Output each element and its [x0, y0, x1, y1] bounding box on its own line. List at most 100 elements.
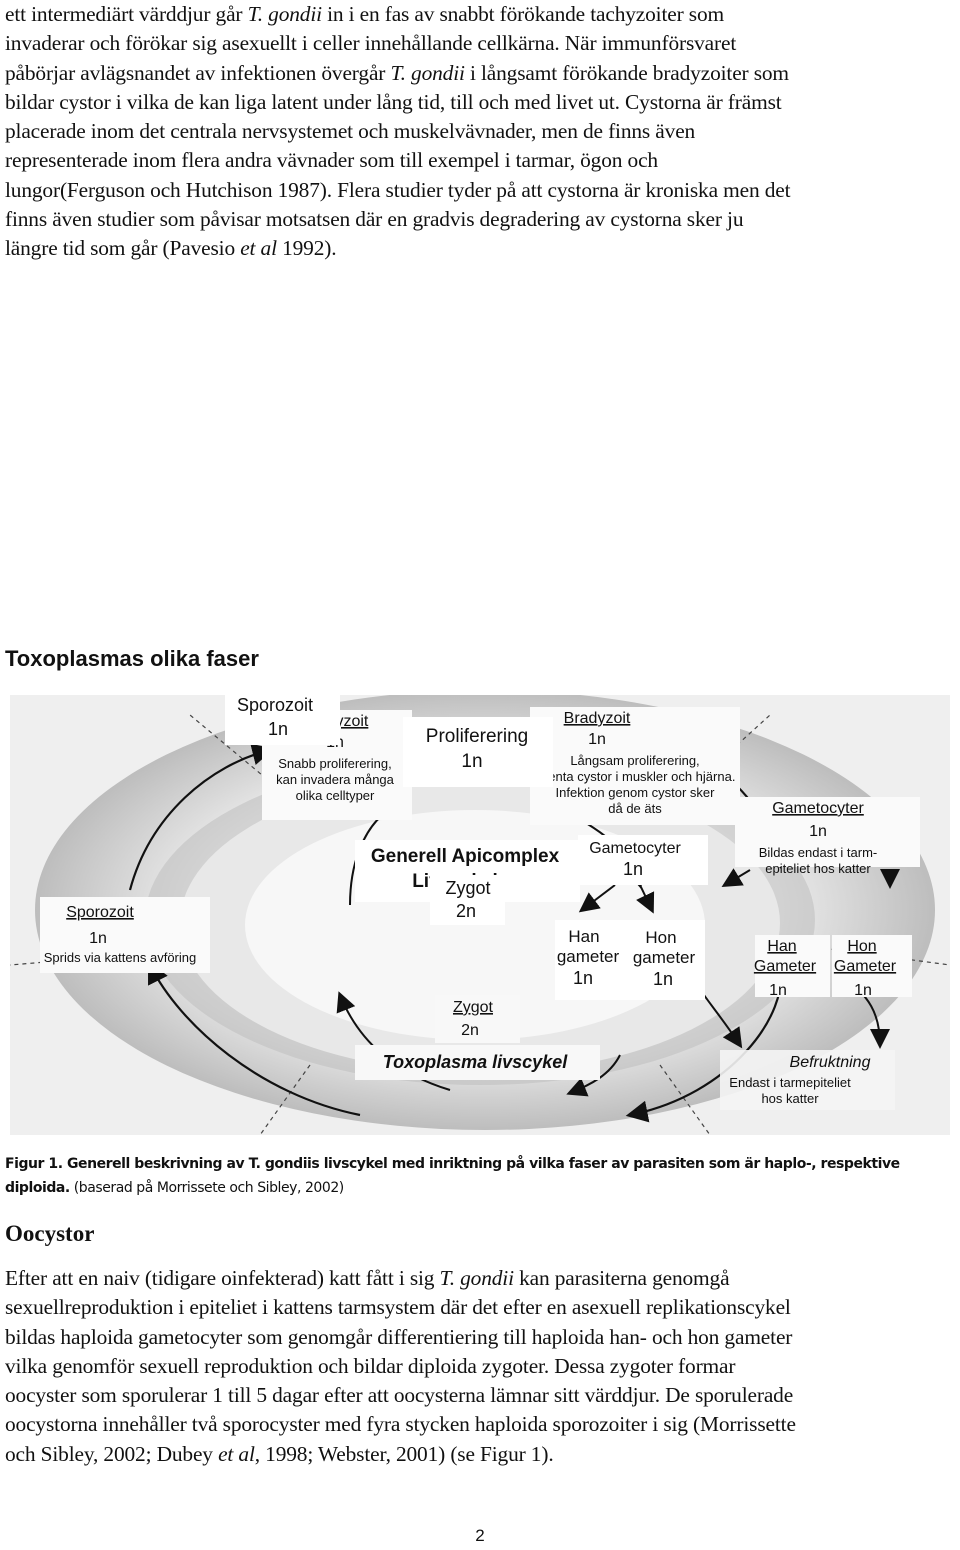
text-line: påbörjar avlägsnandet av infektionen öve… [5, 61, 789, 85]
svg-text:Gametocyter: Gametocyter [589, 840, 681, 857]
text-run: och Sibley, 2002; Dubey [5, 1441, 219, 1466]
svg-text:Endast i tarmepiteliet: Endast i tarmepiteliet [729, 1075, 851, 1090]
text-run: lungor(Ferguson och Hutchison 1987). Fle… [5, 177, 791, 202]
text-line: invaderar och förökar sig asexuellt i ce… [5, 31, 736, 55]
svg-text:Hon: Hon [645, 928, 676, 947]
svg-text:Gametocyter: Gametocyter [772, 800, 864, 817]
paragraph-oocystor: Efter att en naiv (tidigare oinfekterad)… [5, 1264, 960, 1469]
svg-text:1n: 1n [653, 969, 673, 989]
text-run: kan parasiterna genomgå [513, 1266, 730, 1290]
svg-text:1n: 1n [769, 982, 787, 999]
box-sporozoit-outer: Sporozoit 1n Sprids via kattens avföring [40, 897, 210, 973]
svg-text:Proliferering: Proliferering [426, 726, 528, 747]
box-befruktning: Befruktning Endast i tarmepiteliet hos k… [720, 1050, 895, 1110]
svg-text:2n: 2n [456, 901, 476, 921]
box-sporozoit-inner: Sporozoit 1n [225, 695, 340, 745]
svg-text:Han: Han [767, 938, 796, 955]
text-run: i långsamt förökande bradyzoiter som [464, 60, 789, 85]
svg-text:Han: Han [568, 927, 599, 946]
text-run: 1992). [276, 236, 337, 261]
text-line: finns även studier som påvisar motsatsen… [5, 207, 744, 232]
text-run: längre tid som går (Pavesio [5, 236, 241, 261]
text-line: lungor(Ferguson och Hutchison 1987). Fle… [5, 177, 791, 202]
caption-source: (baserad på Morrissete och Sibley, 2002) [69, 1180, 344, 1196]
paragraph-cyst-phase: ett intermediärt värddjur går T. gondii … [5, 0, 960, 264]
caption-label: Figur 1. Generell beskrivning av T. gond… [5, 1156, 900, 1172]
section-heading-oocystor: Oocystor [5, 1221, 95, 1246]
svg-text:latenta cystor i muskler och h: latenta cystor i muskler och hjärna. [535, 769, 736, 784]
text-line: och Sibley, 2002; Dubey et al, 1998; Web… [5, 1442, 554, 1466]
box-bradyzoit: Bradyzoit 1n Långsam proliferering, late… [530, 707, 740, 825]
text-run: , 1998; Webster, 2001) (se Figur 1). [254, 1441, 554, 1466]
svg-text:1n: 1n [809, 823, 827, 840]
svg-text:1n: 1n [623, 859, 643, 879]
text-run: ett intermediärt värddjur går [5, 2, 248, 26]
svg-text:Sprids via kattens avföring: Sprids via kattens avföring [44, 950, 196, 965]
box-gametocyter-outer: Gametocyter 1n Bildas endast i tarm- epi… [735, 797, 920, 876]
text-run: Efter att en naiv (tidigare oinfekterad)… [5, 1266, 440, 1290]
svg-text:Hon: Hon [847, 938, 876, 955]
svg-text:Zygot: Zygot [453, 999, 494, 1016]
arrow-sporozoit-to-tachy [128, 743, 275, 891]
text-line: bildas haploida gametocyter som genomgår… [5, 1325, 792, 1349]
svg-text:gameter: gameter [557, 947, 620, 966]
cycle-title-toxoplasma: Toxoplasma livscykel [355, 1045, 600, 1080]
italic-run: T. gondii [439, 1266, 514, 1290]
text-run: finns även studier som påvisar motsatsen… [5, 207, 744, 232]
text-run: bildas haploida gametocyter som genomgår… [5, 1324, 793, 1349]
svg-text:Generell Apicomplex: Generell Apicomplex [371, 846, 560, 867]
text-run: placerade inom det centrala nervsystemet… [5, 119, 696, 144]
lifecycle-diagram: Tachyzoit 1n Snabb proliferering, kan in… [10, 695, 950, 1135]
box-gametocyter-inner: Gametocyter 1n [578, 835, 708, 885]
svg-text:Befruktning: Befruktning [790, 1054, 871, 1071]
svg-text:Sporozoit: Sporozoit [237, 695, 313, 715]
text-line: placerade inom det centrala nervsystemet… [5, 119, 695, 143]
section-heading-phases: Toxoplasmas olika faser [5, 646, 259, 671]
text-run: oocystorna innehåller två sporocyster me… [5, 1412, 796, 1437]
italic-run: et al [240, 236, 277, 261]
italic-run: et al [218, 1441, 255, 1466]
svg-text:Gameter: Gameter [834, 958, 897, 975]
svg-text:Infektion genom cystor sker: Infektion genom cystor sker [556, 785, 716, 800]
svg-text:kan invadera många: kan invadera många [276, 772, 395, 787]
text-line: vilka genomför sexuell reproduktion och … [5, 1353, 736, 1378]
text-run: sexuellreproduktion i epiteliet i katten… [5, 1295, 791, 1320]
page-number: 2 [475, 1526, 485, 1545]
text-line: oocyster som sporulerar 1 till 5 dagar e… [5, 1383, 793, 1407]
svg-text:2n: 2n [461, 1022, 479, 1039]
text-run: invaderar och förökar sig asexuellt i ce… [5, 31, 737, 56]
box-zygot-inner: Zygot 2n [430, 875, 505, 925]
arrow-zygot-to-sporozoit [148, 961, 361, 1117]
svg-text:då de äts: då de äts [608, 801, 662, 816]
text-run: bildar cystor i vilka de kan liga latent… [5, 89, 782, 114]
svg-text:Gameter: Gameter [754, 958, 817, 975]
italic-run: T. gondii [390, 60, 465, 85]
svg-text:Bildas endast i tarm-: Bildas endast i tarm- [759, 845, 878, 860]
svg-text:Bradyzoit: Bradyzoit [564, 710, 631, 727]
text-line: ett intermediärt värddjur går T. gondii … [5, 2, 724, 26]
text-line: längre tid som går (Pavesio et al 1992). [5, 236, 337, 261]
svg-text:Snabb proliferering,: Snabb proliferering, [278, 756, 391, 771]
italic-run: T. gondii [247, 2, 322, 26]
box-proliferering-inner: Proliferering 1n [403, 717, 553, 787]
box-hon-gameter-inner: Hon gameter 1n [630, 920, 705, 1000]
svg-text:1n: 1n [854, 982, 872, 999]
box-han-gameter-inner: Han gameter 1n [555, 920, 630, 1000]
svg-text:olika celltyper: olika celltyper [296, 788, 375, 803]
svg-text:1n: 1n [89, 930, 107, 947]
box-han-gameter-outer: Han Gameter 1n [754, 935, 830, 999]
text-run: påbörjar avlägsnandet av infektionen öve… [5, 60, 391, 85]
svg-text:Toxoplasma livscykel: Toxoplasma livscykel [383, 1052, 568, 1072]
svg-text:1n: 1n [573, 968, 593, 988]
svg-text:epiteliet hos katter: epiteliet hos katter [765, 861, 871, 876]
text-run: in i en fas av snabbt förökande tachyzoi… [321, 2, 724, 26]
svg-text:gameter: gameter [633, 948, 696, 967]
text-line: sexuellreproduktion i epiteliet i katten… [5, 1295, 791, 1319]
svg-text:1n: 1n [588, 731, 606, 748]
text-line: oocystorna innehåller två sporocyster me… [5, 1412, 796, 1436]
text-line: representerade inom flera andra vävnader… [5, 148, 658, 172]
text-run: vilka genomför sexuell reproduktion och … [5, 1353, 736, 1378]
box-hon-gameter-outer: Hon Gameter 1n [832, 935, 912, 999]
text-run: representerade inom flera andra vävnader… [5, 148, 658, 173]
svg-text:1n: 1n [268, 719, 288, 739]
